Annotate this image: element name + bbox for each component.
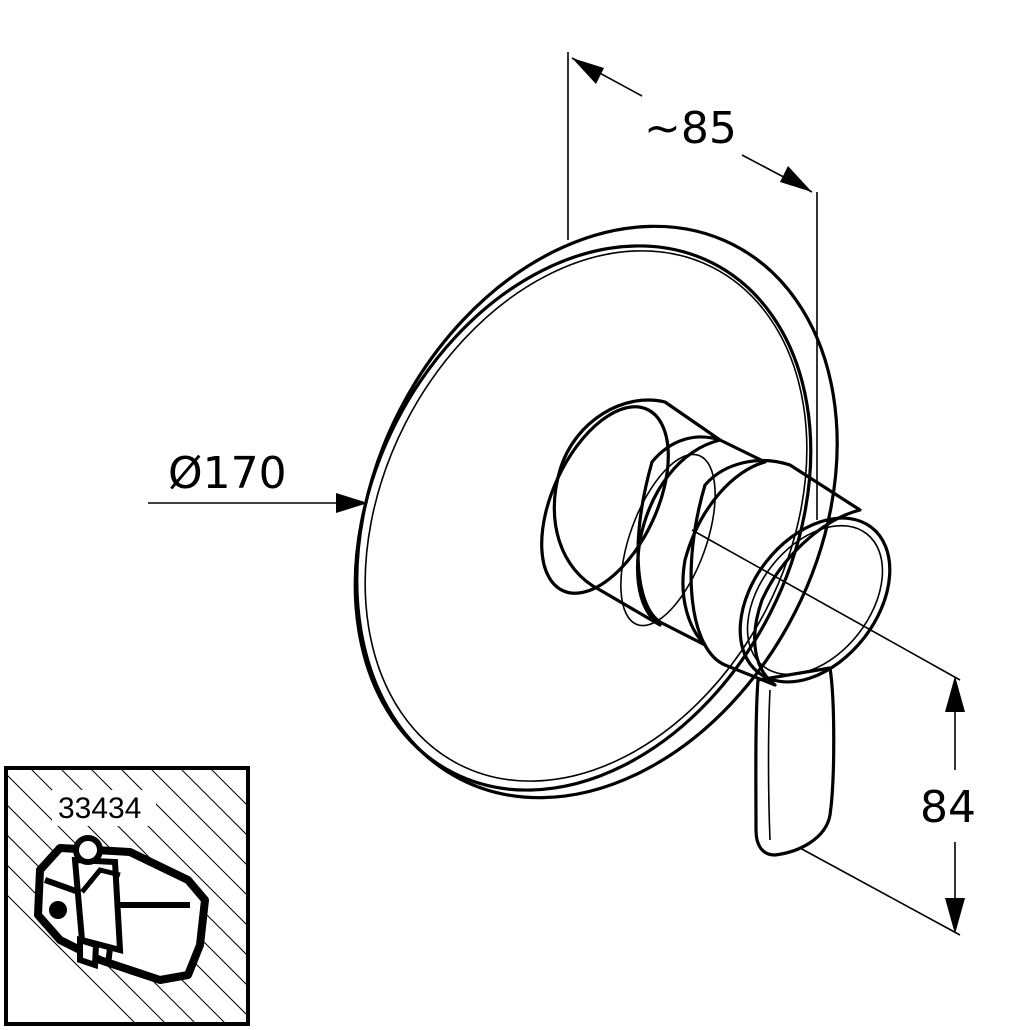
handle-height-dimension-label: 84 bbox=[920, 782, 976, 833]
inset-article-number: 33434 bbox=[58, 792, 141, 825]
diameter-dimension-label: Ø170 bbox=[168, 448, 287, 499]
diameter-dimension: Ø170 bbox=[148, 448, 368, 513]
concealed-body-icon bbox=[34, 835, 209, 984]
rosette-plate bbox=[353, 224, 839, 800]
handle-height-dimension: 84 bbox=[691, 529, 976, 936]
mixer-cylinder bbox=[540, 398, 892, 687]
lever-handle bbox=[754, 666, 836, 857]
inset-box: 33434 bbox=[4, 766, 250, 1026]
depth-dimension: ~85 bbox=[567, 52, 818, 520]
depth-dimension-label: ~85 bbox=[644, 103, 737, 154]
